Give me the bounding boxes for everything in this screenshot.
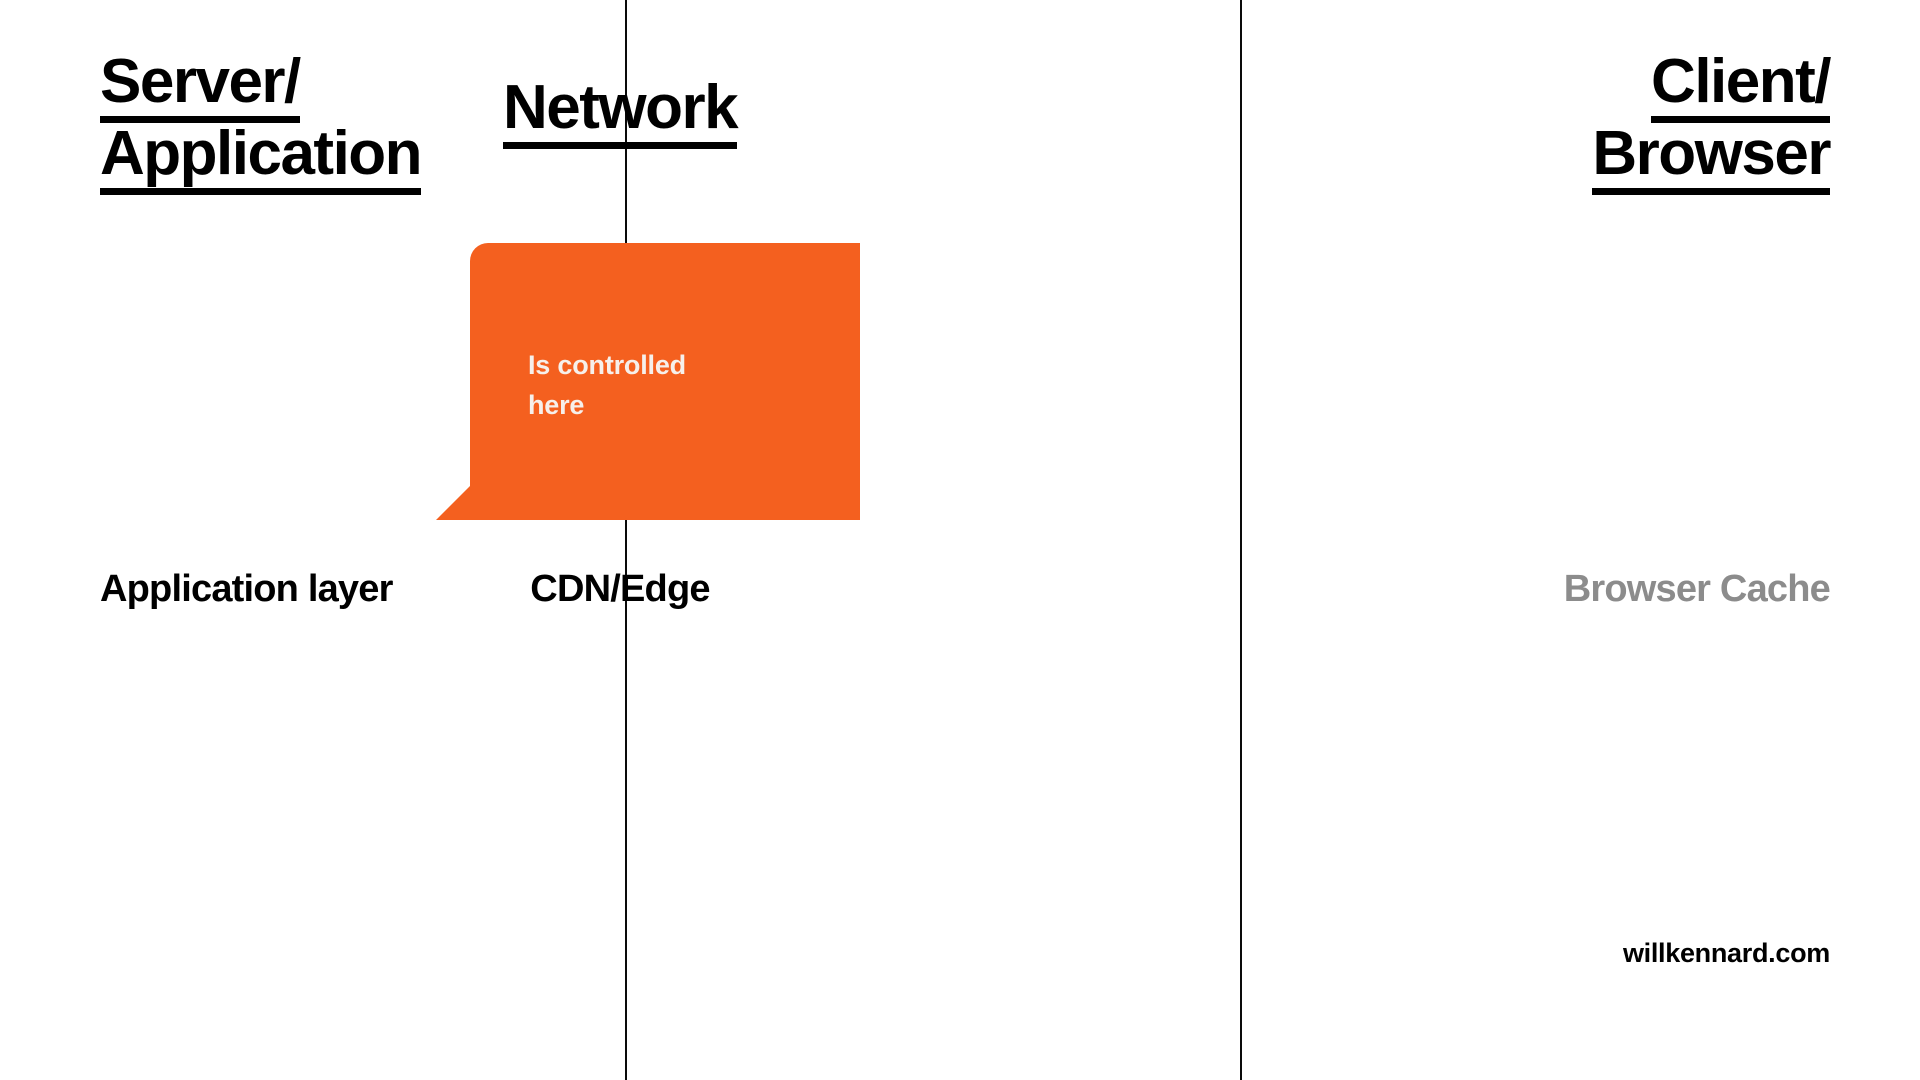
layer-label-cdn-edge: CDN/Edge — [530, 568, 710, 610]
column-heading-client-browser: Client/ Browser — [1592, 51, 1831, 196]
heading-line-client: Client/ — [1651, 51, 1831, 123]
column-heading-server-application: Server/ Application — [100, 51, 423, 196]
column-divider-1 — [625, 0, 627, 1080]
heading-line-server: Server/ — [100, 51, 301, 123]
callout-bubble: Is controlled here — [436, 243, 860, 520]
heading-line-network: Network — [502, 77, 739, 149]
column-heading-network: Network — [0, 77, 1240, 150]
heading-line-browser: Browser — [1592, 122, 1831, 195]
callout-bubble-body — [470, 243, 860, 520]
heading-line-application: Application — [100, 122, 423, 195]
layer-label-application-layer: Application layer — [100, 568, 393, 610]
callout-text-line-1: Is controlled — [528, 350, 686, 380]
layer-label-browser-cache: Browser Cache — [1563, 568, 1831, 610]
column-divider-2 — [1240, 0, 1242, 1080]
callout-tail-icon — [436, 450, 506, 520]
footer-attribution: willkennard.com — [1622, 938, 1830, 968]
callout-text-line-2: here — [528, 389, 585, 420]
callout-text: Is controlled here — [528, 346, 798, 426]
